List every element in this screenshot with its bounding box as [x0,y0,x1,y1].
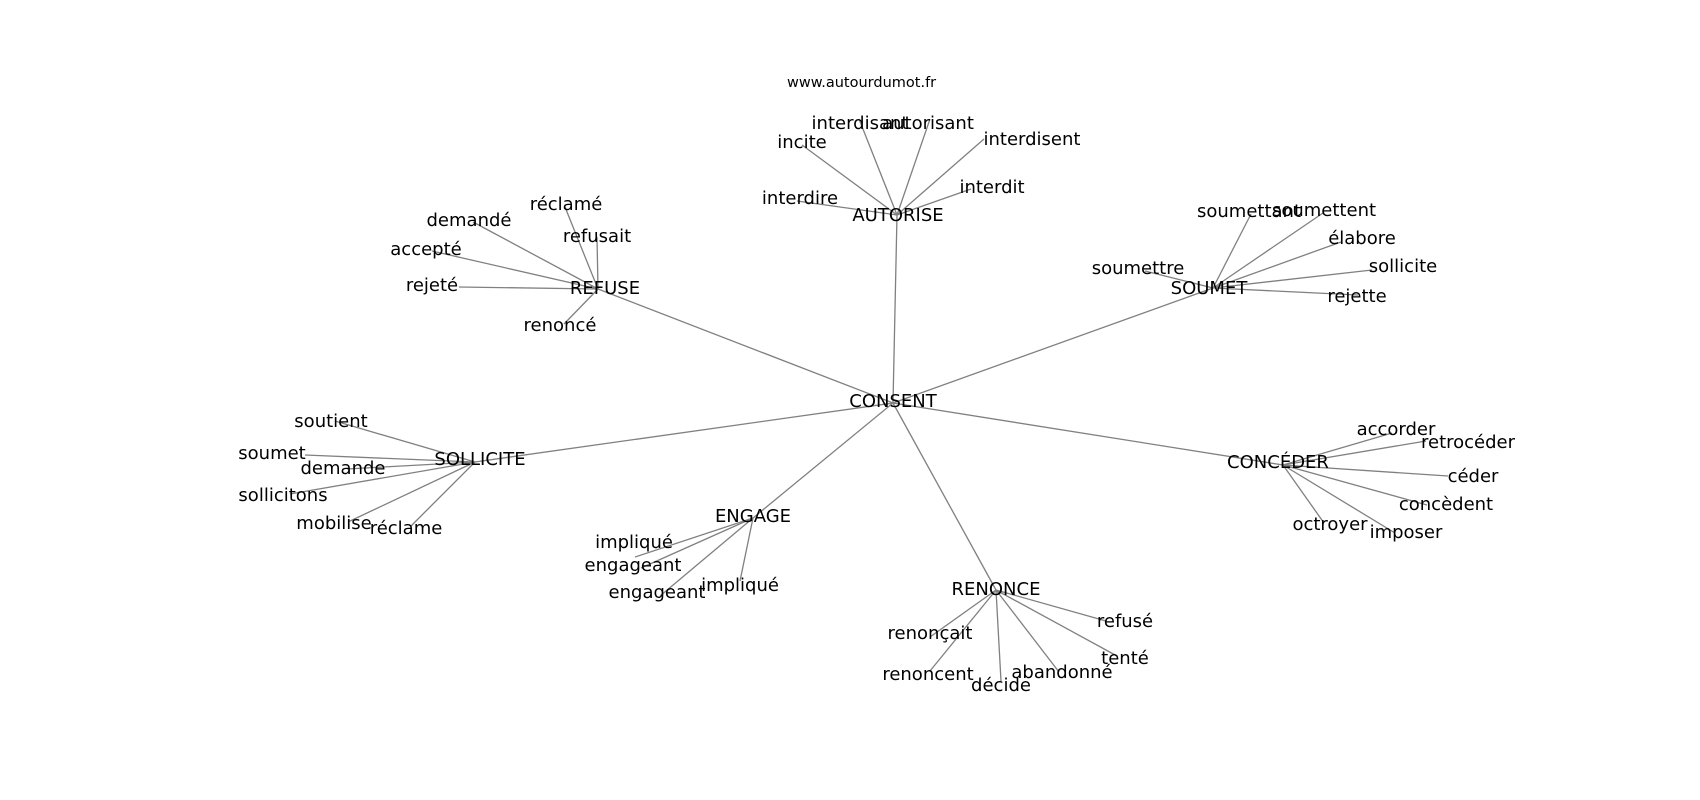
cluster-node[interactable]: SOLLICITE [434,449,525,470]
word-node[interactable]: impliqué [701,575,779,596]
cluster-node[interactable]: RENONCE [952,579,1041,600]
word-node[interactable]: interdit [959,177,1024,198]
edge-6-1 [929,589,997,638]
cluster-node[interactable]: AUTORISE [852,205,943,226]
edge-0-2 [801,144,898,216]
edge-6-0 [995,589,1107,622]
word-node[interactable]: refusé [1097,611,1153,632]
word-node[interactable]: réclame [370,518,443,539]
edge-0-4 [796,200,898,216]
edge-6-5 [995,589,1002,682]
edge-4-0 [1282,432,1393,466]
word-node[interactable]: soumettant [1197,201,1301,222]
edge-center-3 [474,402,894,463]
edge-6-2 [995,589,1118,657]
word-node[interactable]: céder [1448,466,1499,487]
edge-1-0 [564,206,599,290]
edge-4-5 [1282,464,1396,534]
word-node[interactable]: refusait [563,226,631,247]
edge-4-3 [1282,464,1428,506]
edge-0-5 [896,188,972,216]
word-node[interactable]: autorisant [882,113,974,134]
cluster-node[interactable]: SOUMET [1171,278,1249,299]
word-node[interactable]: engageant [585,555,682,576]
word-node[interactable]: renoncent [882,664,973,685]
word-node[interactable]: concèdent [1399,494,1493,515]
edge-3-4 [347,461,476,523]
word-node[interactable]: accorder [1357,419,1436,440]
word-node[interactable]: impliqué [595,532,673,553]
word-node[interactable]: accepté [390,239,461,260]
edge-1-1 [472,221,599,290]
edge-3-5 [410,461,476,527]
word-node[interactable]: mobilise [296,513,371,534]
word-node[interactable]: demandé [427,210,512,231]
edge-2-5 [1212,287,1359,296]
edge-2-4 [1212,269,1373,289]
word-node[interactable]: engageant [609,582,706,603]
edge-0-1 [896,118,931,216]
word-node[interactable]: soumettre [1092,258,1185,279]
cluster-node[interactable]: CONCÉDER [1227,451,1329,473]
edge-4-4 [1282,464,1325,524]
edge-5-0 [634,517,754,558]
word-node[interactable]: demande [301,458,386,479]
edge-2-1 [1212,212,1324,289]
edge-2-2 [1212,241,1342,289]
word-node[interactable]: sollicite [1369,256,1437,277]
edge-center-4 [892,402,1284,466]
edge-5-2 [659,517,754,597]
edge-5-3 [739,517,754,582]
word-node[interactable]: abandonné [1011,662,1112,683]
word-node[interactable]: soutient [294,411,367,432]
edge-4-2 [1282,464,1449,477]
word-node[interactable]: octroyer [1292,514,1368,535]
word-node[interactable]: interdisant [812,113,909,134]
edge-center-2 [892,287,1214,404]
word-node[interactable]: décide [971,675,1031,696]
cluster-node[interactable]: ENGAGE [715,506,791,527]
edge-4-1 [1282,440,1427,466]
word-node[interactable]: soumettent [1272,200,1376,221]
edge-1-5 [563,288,599,325]
word-node[interactable]: renonçait [888,623,973,644]
word-node[interactable]: tenté [1101,648,1149,669]
word-node[interactable]: renoncé [524,315,597,336]
edge-center-6 [892,402,997,591]
edge-1-4 [458,286,599,290]
edge-1-2 [596,236,599,290]
word-node[interactable]: imposer [1370,522,1443,543]
edge-3-1 [304,454,476,463]
word-node[interactable]: réclamé [530,194,603,215]
edge-center-1 [597,288,894,404]
word-node[interactable]: interdisent [984,129,1081,150]
edge-center-5 [752,402,894,519]
edge-1-3 [431,250,599,290]
edge-3-0 [334,420,476,463]
edge-5-1 [640,517,754,569]
edge-2-3 [1144,270,1214,289]
edge-0-0 [858,118,898,216]
word-node[interactable]: rejeté [406,275,458,296]
edge-6-4 [995,589,1060,673]
edge-0-3 [896,138,985,216]
word-node[interactable]: rejette [1327,286,1386,307]
word-node[interactable]: sollicitons [238,485,327,506]
word-node[interactable]: retrocéder [1421,432,1516,453]
word-node[interactable]: soumet [238,443,305,464]
edge-3-3 [289,461,476,495]
word-node[interactable]: incite [777,132,826,153]
edge-3-2 [346,461,476,470]
center-node[interactable]: CONSENT [849,391,937,412]
cluster-node[interactable]: REFUSE [570,278,640,299]
site-url: www.autourdumot.fr [787,75,936,91]
word-node[interactable]: interdire [762,188,838,209]
word-node[interactable]: élabore [1328,228,1396,249]
edge-2-0 [1212,213,1252,289]
graph-edges [289,118,1449,682]
edge-6-3 [929,589,997,672]
graph-labels: www.autourdumot.fr interdisantautorisant… [238,75,1515,696]
edge-center-0 [892,214,898,404]
